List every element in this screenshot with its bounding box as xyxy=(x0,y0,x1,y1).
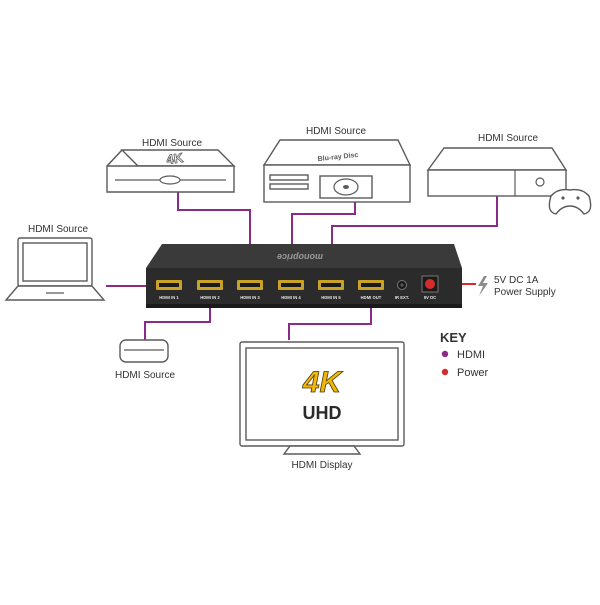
hdmi-display: 4K UHD xyxy=(239,341,405,455)
svg-text:HDMI IN 2: HDMI IN 2 xyxy=(200,295,220,300)
legend-item-power: Power xyxy=(457,367,489,379)
power-label-line1: 5V DC 1A xyxy=(494,275,539,286)
label-source-top-middle: HDMI Source xyxy=(306,126,366,137)
lightning-icon xyxy=(478,276,488,296)
legend-swatch-power xyxy=(441,368,449,376)
legend-item-hdmi: HDMI xyxy=(457,349,485,361)
port-hdmi-in-2: HDMI IN 2 xyxy=(197,280,223,300)
power-label-line2: Power Supply xyxy=(494,287,556,298)
switch-brand: monoprice xyxy=(277,252,323,262)
bluray-logo: Blu-ray Disc xyxy=(317,152,358,163)
svg-text:IR EXT.: IR EXT. xyxy=(395,295,409,300)
cable-display xyxy=(288,302,372,340)
port-5v-dc: 5V DC xyxy=(421,275,439,300)
port-hdmi-in-4: HDMI IN 4 xyxy=(278,280,304,300)
port-hdmi-in-5: HDMI IN 5 xyxy=(318,280,344,300)
bluray-player: Blu-ray Disc xyxy=(262,139,412,203)
legend-title: KEY xyxy=(440,330,467,345)
display-uhd-text: UHD xyxy=(303,403,342,423)
port-ir-ext: IR EXT. xyxy=(395,280,409,300)
controller-icon xyxy=(548,188,592,215)
svg-text:5V DC: 5V DC xyxy=(424,295,436,300)
label-display: HDMI Display xyxy=(291,460,352,471)
port-hdmi-in-1: HDMI IN 1 xyxy=(156,280,182,300)
media-player-4k: 4K xyxy=(106,149,236,193)
game-console xyxy=(426,147,592,215)
cable-source-bottom xyxy=(144,302,211,340)
set-top-box xyxy=(119,339,169,363)
display-4k-text: 4K xyxy=(302,366,344,399)
laptop xyxy=(4,237,106,301)
svg-text:HDMI IN 1: HDMI IN 1 xyxy=(159,295,179,300)
legend: KEY HDMI Power xyxy=(440,330,489,379)
label-source-bottom: HDMI Source xyxy=(115,370,175,381)
svg-text:HDMI IN 5: HDMI IN 5 xyxy=(321,295,341,300)
hdmi-switch: monoprice HDMI IN 1 HDMI IN 2 HDMI IN 3 … xyxy=(146,244,462,308)
player-4k-logo: 4K xyxy=(166,150,185,167)
svg-text:HDMI OUT: HDMI OUT xyxy=(361,295,382,300)
port-hdmi-out: HDMI OUT xyxy=(358,280,384,300)
label-source-left: HDMI Source xyxy=(28,224,88,235)
label-source-top-left: HDMI Source xyxy=(142,138,202,149)
label-source-top-right: HDMI Source xyxy=(478,133,538,144)
svg-text:HDMI IN 4: HDMI IN 4 xyxy=(281,295,301,300)
legend-swatch-hdmi xyxy=(441,350,449,358)
svg-text:HDMI IN 3: HDMI IN 3 xyxy=(240,295,260,300)
port-hdmi-in-3: HDMI IN 3 xyxy=(237,280,263,300)
